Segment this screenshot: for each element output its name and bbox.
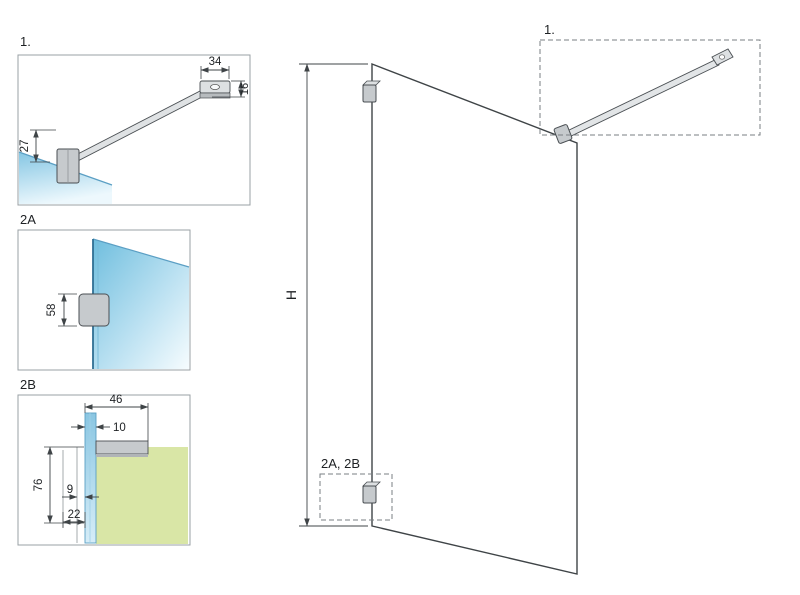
support-bar-assembly: [553, 48, 734, 144]
dim-46: 46: [84, 394, 149, 441]
dim-76: 76: [33, 446, 84, 524]
dim-text-46: 46: [110, 394, 123, 406]
support-bar: [564, 57, 720, 140]
bottom-wall-bracket: [362, 481, 381, 504]
callout-1-label: 1.: [544, 22, 555, 37]
callout-2ab: 2A, 2B: [319, 456, 393, 521]
detail-1: 1. 34 16 27: [17, 34, 251, 206]
bracket-front-face: [362, 485, 377, 504]
wall-flange-side: [199, 92, 231, 99]
dim-text-height: H: [283, 290, 299, 300]
edge-clamp: [78, 293, 110, 327]
glass-panel: [371, 62, 578, 575]
dim-22: 22: [62, 509, 86, 528]
dim-16: 16: [212, 80, 251, 98]
detail-2b: 2B 46 10 76 9: [17, 377, 191, 546]
bar-glass-clamp: [553, 124, 573, 144]
dim-text-10: 10: [113, 422, 126, 434]
wall-bracket-shadow: [96, 454, 148, 457]
flange-screw-hole: [210, 84, 220, 91]
dim-9: 9: [62, 484, 99, 500]
dim-34: 34: [200, 56, 230, 79]
callout-2ab-label: 2A, 2B: [321, 456, 360, 471]
wall-surface: [96, 447, 188, 544]
callout-2ab-box: [319, 473, 393, 521]
detail-2a-label: 2A: [20, 212, 36, 227]
glass-panel-edge-view: [93, 239, 189, 369]
callout-1-box: [539, 39, 761, 136]
dim-text-16: 16: [239, 83, 251, 95]
detail-1-label: 1.: [20, 34, 31, 49]
glass-section: [84, 412, 97, 544]
dim-27: 27: [19, 129, 56, 163]
callout-1: 1.: [539, 22, 761, 136]
glass-top-edge: [92, 238, 190, 268]
top-wall-bracket: [362, 80, 381, 103]
dim-text-34: 34: [209, 56, 222, 68]
detail-2b-label: 2B: [20, 377, 36, 392]
dim-text-58: 58: [46, 304, 58, 317]
dim-text-9: 9: [67, 484, 73, 496]
dim-text-27: 27: [19, 140, 31, 153]
dim-10: 10: [71, 422, 126, 434]
dim-text-76: 76: [33, 479, 45, 492]
bracket-front-face: [362, 84, 377, 103]
dim-58: 58: [46, 293, 77, 327]
main-drawing: H 1. 2A, 2B: [283, 22, 761, 575]
dim-text-22: 22: [68, 509, 81, 521]
dim-height: H: [283, 63, 368, 527]
detail-2a: 2A 58: [17, 212, 191, 371]
wall-bracket: [95, 440, 149, 455]
flange-screw-hole: [719, 54, 725, 60]
